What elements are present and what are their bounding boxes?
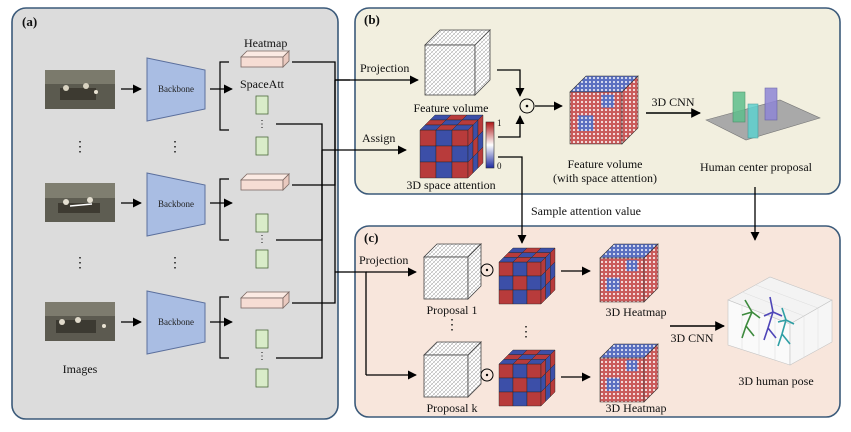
vertical-ellipsis-sa3: ⋮ — [257, 351, 267, 362]
feature-volume-label: Feature volume — [413, 101, 489, 115]
vertical-ellipsis-c2: ⋮ — [519, 325, 533, 340]
branch-bracket-3 — [219, 296, 229, 359]
feature-volume-attention-cube — [569, 75, 639, 145]
branch-bracket-1 — [219, 61, 229, 131]
vertical-ellipsis-sa1: ⋮ — [257, 119, 267, 130]
heatmap-label: Heatmap — [244, 36, 288, 50]
attention-colorbar — [485, 121, 495, 169]
human-pose-plot — [727, 276, 833, 366]
sample-attention-arrow — [498, 156, 527, 244]
branch-bracket-2 — [219, 178, 229, 241]
heatmap-cube-k — [599, 343, 659, 403]
proposal-k-cube — [423, 341, 482, 398]
spaceatt-label: SpaceAtt — [240, 77, 284, 91]
backbone-block-3 — [146, 290, 206, 355]
attention-to-odot-arrow — [498, 115, 525, 138]
panel-c-tag: (c) — [364, 230, 379, 245]
proposal-k-label: Proposal k — [426, 401, 478, 415]
cnn-label-b: 3D CNN — [651, 95, 695, 109]
heatmap-slab-1 — [240, 50, 290, 68]
fva-label-line2: (with space attention) — [553, 171, 657, 185]
vertical-ellipsis-a2: ⋮ — [168, 140, 182, 155]
heatmap-slab-3 — [240, 291, 290, 309]
heatmap-routing-lines — [292, 61, 350, 304]
heatmap-slab-2 — [240, 173, 290, 191]
heatmap-k-label: 3D Heatmap — [605, 401, 667, 415]
human-center-proposal-label: Human center proposal — [700, 160, 812, 174]
odot-operator-b — [519, 98, 535, 114]
colorbar-max-label: 1 — [497, 118, 502, 128]
spaceatt-vector-3 — [255, 329, 269, 388]
fva-label-line1: Feature volume — [567, 157, 643, 171]
vertical-ellipsis-sa2: ⋮ — [257, 234, 267, 245]
spaceatt-vector-1 — [255, 95, 269, 156]
backbone-label-2: Backbone — [158, 199, 194, 209]
spaceatt-vector-2 — [255, 213, 269, 269]
input-image-1 — [45, 70, 115, 109]
panel-b-tag: (b) — [364, 12, 380, 27]
projection-label-b: Projection — [360, 61, 410, 75]
vertical-ellipsis-a4: ⋮ — [168, 256, 182, 271]
proposal-1-cube — [423, 243, 482, 300]
vertical-ellipsis-c1: ⋮ — [445, 318, 459, 333]
vertical-ellipsis-a3: ⋮ — [73, 256, 87, 271]
proposal-1-label: Proposal 1 — [426, 303, 478, 317]
assign-label: Assign — [362, 131, 396, 145]
backbone-label-3: Backbone — [158, 317, 194, 327]
space-attention-cube — [419, 114, 484, 179]
heatmap-cube-1 — [599, 243, 659, 303]
sampled-attention-cube-k — [498, 349, 556, 407]
backbone-block-1 — [146, 57, 206, 122]
odot-operator-c1 — [480, 263, 494, 277]
sample-attention-label: Sample attention value — [531, 204, 641, 218]
odot-operator-ck — [480, 368, 494, 382]
human-pose-label: 3D human pose — [738, 374, 814, 388]
vertical-ellipsis-a1: ⋮ — [73, 140, 87, 155]
heatmap-1-label: 3D Heatmap — [605, 305, 667, 319]
space-attention-label: 3D space attention — [406, 178, 496, 192]
feature-volume-cube — [424, 29, 491, 96]
backbone-label-1: Backbone — [158, 84, 194, 94]
feature-to-odot-arrow — [497, 69, 525, 97]
colorbar-min-label: 0 — [497, 161, 502, 171]
input-image-3 — [45, 302, 115, 341]
spaceatt-routing-lines — [276, 123, 323, 359]
projection-label-c: Projection — [359, 253, 409, 267]
input-image-2 — [45, 183, 115, 222]
human-center-proposal-plot — [705, 87, 821, 141]
panel-a-tag: (a) — [22, 14, 38, 29]
backbone-block-2 — [146, 172, 206, 237]
images-label: Images — [62, 362, 98, 376]
sampled-attention-cube-1 — [498, 247, 556, 305]
cnn-label-c: 3D CNN — [670, 331, 714, 345]
